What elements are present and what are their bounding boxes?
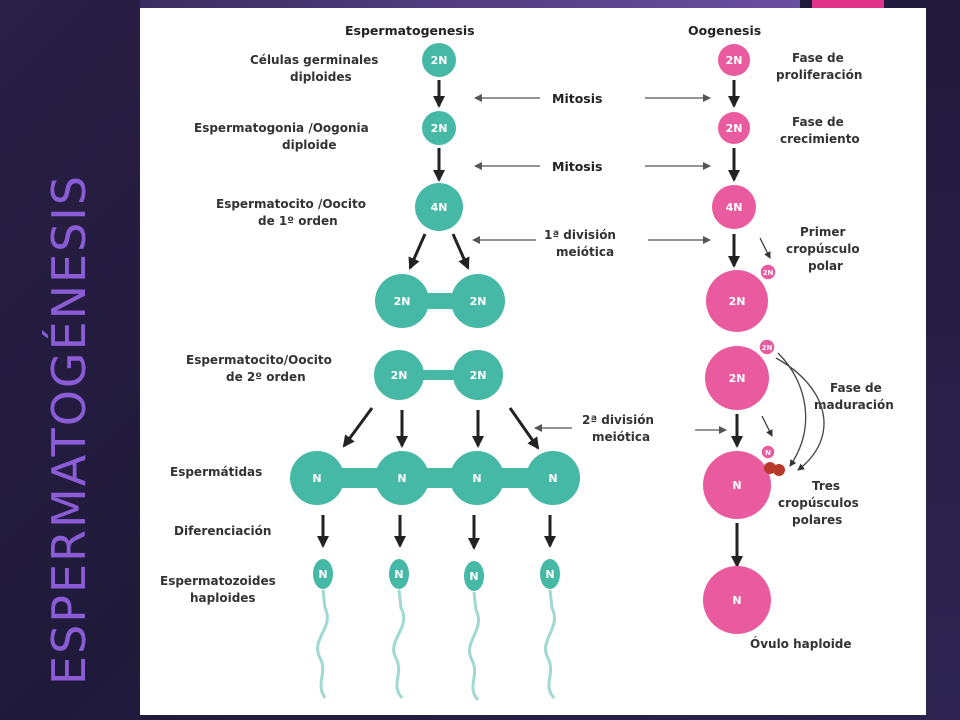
germ-cell	[422, 43, 456, 77]
spermatid-1	[290, 451, 344, 505]
spermatid-2	[375, 451, 429, 505]
label-growth-2: crecimiento	[780, 132, 860, 146]
diagram-panel: Espermatogenesis Oogenesis Células germi…	[140, 8, 926, 715]
label-spermatozoa: Espermatozoides	[160, 574, 276, 588]
spermatozoon-2: N	[389, 559, 409, 699]
label-spermatids: Espermátidas	[170, 465, 262, 479]
label-growth: Fase de	[792, 115, 844, 129]
label-primary-spermatocyte: Espermatocito /Oocito	[216, 197, 366, 211]
oogenesis-column: 2N 2N 4N 2N 2N 2N 2N N N N	[703, 44, 825, 634]
primary-spermatocyte-ploidy: 4N	[431, 201, 448, 214]
spermatid-4	[526, 451, 580, 505]
spermatid-3	[450, 451, 504, 505]
spermatozoon-2-ploidy: N	[394, 568, 403, 581]
label-germ-cells-2: diploides	[290, 70, 352, 84]
secondary-left-ploidy: 2N	[391, 369, 408, 382]
ovum-cell	[703, 566, 771, 634]
top-decor-bar	[140, 0, 800, 8]
gametogenesis-diagram: Espermatogenesis Oogenesis Células germi…	[160, 23, 894, 701]
secondary-oocyte-2-ploidy: 2N	[729, 372, 746, 385]
label-germ-cells: Células germinales	[250, 53, 378, 67]
spermatid-4-ploidy: N	[548, 472, 557, 485]
spermatozoon-3: N	[464, 561, 484, 701]
dividing-cell-left-ploidy: 2N	[394, 295, 411, 308]
ovotid-ploidy: N	[732, 479, 741, 492]
polar-body-small-2	[773, 464, 785, 476]
oogonia-ploidy: 2N	[726, 54, 743, 67]
polar-body-2n-ploidy: 2N	[762, 344, 773, 352]
label-maturation: Fase de	[830, 381, 882, 395]
polar-body-n-ploidy: N	[765, 449, 771, 457]
label-first-meiotic-division-2: meiótica	[556, 245, 614, 259]
label-proliferation: Fase de	[792, 51, 844, 65]
primary-oocyte-cell	[712, 185, 756, 229]
right-decor-bar	[926, 0, 960, 720]
label-proliferation-2: proliferación	[776, 68, 862, 82]
primary-spermatocyte-cell	[415, 183, 463, 231]
spermatozoon-1: N	[313, 559, 333, 699]
secondary-spermatocyte-right	[453, 350, 503, 400]
label-first-polar-body-2: cropúsculo	[786, 242, 860, 256]
header-oogenesis: Oogenesis	[688, 23, 761, 38]
label-first-meiotic-division: 1ª división	[544, 228, 616, 242]
first-polar-body-ploidy: 2N	[763, 269, 774, 277]
header-spermatogenesis: Espermatogenesis	[345, 23, 475, 38]
oogonia-2-ploidy: 2N	[726, 122, 743, 135]
dividing-cell-right-ploidy: 2N	[470, 295, 487, 308]
polar-body-small-1	[764, 462, 776, 474]
germ-cell-ploidy: 2N	[431, 54, 448, 67]
label-secondary-spermatocyte-2: de 2º orden	[226, 370, 306, 384]
label-spermatogonia: Espermatogonia /Oogonia	[194, 121, 369, 135]
slide-title: ESPERMATOGÉNESIS	[42, 173, 96, 685]
secondary-oocyte-2	[705, 346, 769, 410]
dividing-cell-right	[451, 274, 505, 328]
label-mitosis-2: Mitosis	[552, 159, 602, 174]
secondary-spermatocyte-left	[374, 350, 424, 400]
label-second-meiotic-division: 2ª división	[582, 413, 654, 427]
spermatozoon-4-ploidy: N	[545, 568, 554, 581]
label-three-polar-bodies-3: polares	[792, 513, 842, 527]
spermatozoon-4: N	[540, 559, 560, 699]
label-spermatozoa-2: haploides	[190, 591, 256, 605]
label-secondary-spermatocyte: Espermatocito/Oocito	[186, 353, 332, 367]
secondary-oocyte-1-ploidy: 2N	[729, 295, 746, 308]
label-first-polar-body: Primer	[800, 225, 845, 239]
label-mitosis-1: Mitosis	[552, 91, 602, 106]
primary-oocyte-ploidy: 4N	[726, 201, 743, 214]
polar-body-2n	[758, 338, 776, 356]
spermatid-1-ploidy: N	[312, 472, 321, 485]
label-second-meiotic-division-2: meiótica	[592, 430, 650, 444]
spermatozoon-1-ploidy: N	[318, 568, 327, 581]
secondary-oocyte-1	[706, 270, 768, 332]
spermatid-2-ploidy: N	[397, 472, 406, 485]
spermatozoon-3-ploidy: N	[469, 570, 478, 583]
label-primary-spermatocyte-2: de 1º orden	[258, 214, 338, 228]
oogonia-cell-2	[718, 112, 750, 144]
spermatogenesis-column: 2N 2N 4N 2N 2N 2N 2N N N N N	[290, 43, 580, 701]
label-maturation-2: maduración	[814, 398, 894, 412]
spermatogonia-cell	[422, 111, 456, 145]
spermatid-3-ploidy: N	[472, 472, 481, 485]
label-differentiation: Diferenciación	[174, 524, 271, 538]
ovum-ploidy: N	[732, 594, 741, 607]
polar-body-n	[760, 444, 776, 460]
label-first-polar-body-3: polar	[808, 259, 843, 273]
spermatogonia-ploidy: 2N	[431, 122, 448, 135]
dividing-cell-left	[375, 274, 429, 328]
label-spermatogonia-2: diploide	[282, 138, 337, 152]
label-ovum: Óvulo haploide	[750, 636, 852, 651]
label-three-polar-bodies-2: cropúsculos	[778, 496, 859, 510]
oogonia-cell	[718, 44, 750, 76]
first-polar-body	[759, 263, 777, 281]
ovotid-cell	[703, 451, 771, 519]
secondary-right-ploidy: 2N	[470, 369, 487, 382]
top-accent-bar	[812, 0, 884, 8]
label-three-polar-bodies: Tres	[812, 479, 840, 493]
